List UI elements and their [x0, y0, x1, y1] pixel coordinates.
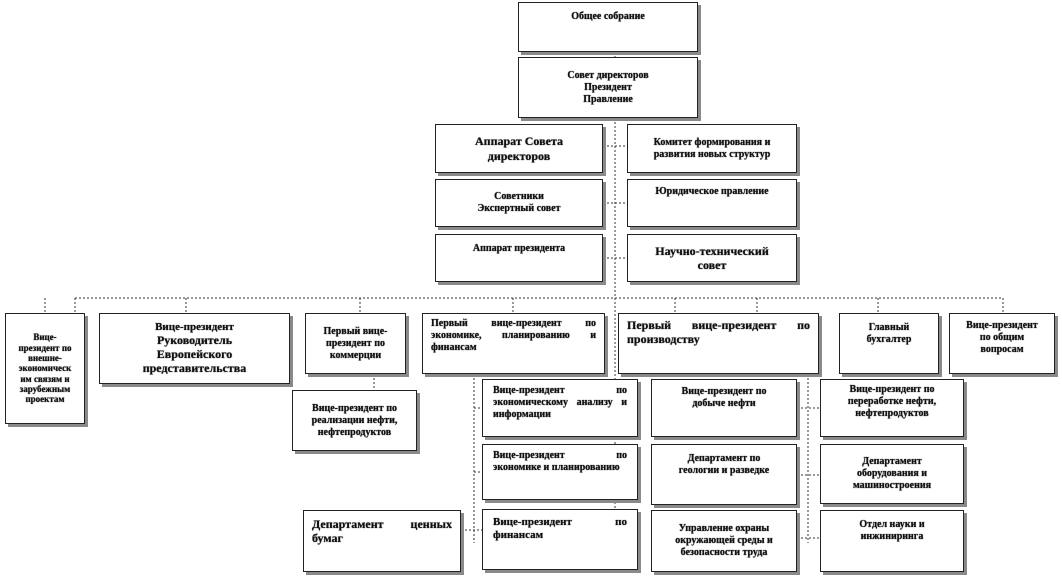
fvp-commerce-box: Первый вице- президент по коммерции: [305, 313, 406, 374]
chief-accountant-box: Главный бухгалтер: [839, 313, 939, 374]
board-apparatus-box: Аппарат Совета директоров: [435, 124, 603, 173]
science-engineering-box: Отдел науки и инжиниринга: [820, 510, 964, 572]
vp-extraction-box: Вице-президент по добыче нефти: [651, 379, 797, 437]
vp-foreign-box: Вице- президент по внешне- экономическ и…: [5, 313, 85, 424]
scitech-council-box: Научно-технический совет: [627, 234, 797, 282]
board-line-3: Правление: [583, 93, 633, 105]
committee-box: Комитет формирования и развития новых ст…: [627, 124, 797, 173]
vp-planning-box: Вице-президент по экономике и планирован…: [482, 444, 638, 500]
legal-box: Юридическое правление: [627, 179, 797, 227]
general-meeting-box: Общее собрание: [518, 2, 698, 52]
advisors-box: Советники Экспертный совет: [435, 179, 603, 227]
vp-europe-box: Вице-президент Руководитель Европейского…: [99, 313, 290, 384]
fvp-production-box: Первый вице-президент по производству: [618, 313, 819, 374]
president-apparatus-box: Аппарат президента: [435, 234, 603, 282]
board-line-2: Президент: [584, 81, 632, 93]
fvp-economy-box: Первый вице-президент по экономике, план…: [422, 313, 605, 374]
geology-department-box: Департамент по геологии и разведке: [651, 444, 797, 505]
equipment-department-box: Департамент оборудования и машиностроени…: [820, 444, 964, 504]
vp-finance-box: Вице-президент по финансам: [482, 509, 638, 570]
board-line-1: Совет директоров: [567, 69, 649, 81]
vp-analysis-box: Вице-президент по экономическому анализу…: [482, 379, 638, 437]
environment-safety-box: Управление охраны окружающей среды и без…: [651, 510, 797, 572]
securities-department-box: Департамент ценных бумаг: [303, 510, 461, 572]
vp-refining-box: Вице-президент по переработке нефти, неф…: [820, 379, 964, 437]
vp-general-box: Вице-президент по общим вопросам: [949, 313, 1055, 374]
vp-oil-sales-box: Вице-президент по реализации нефти, нефт…: [292, 390, 417, 451]
board-box: Совет директоров Президент Правление: [518, 57, 698, 118]
